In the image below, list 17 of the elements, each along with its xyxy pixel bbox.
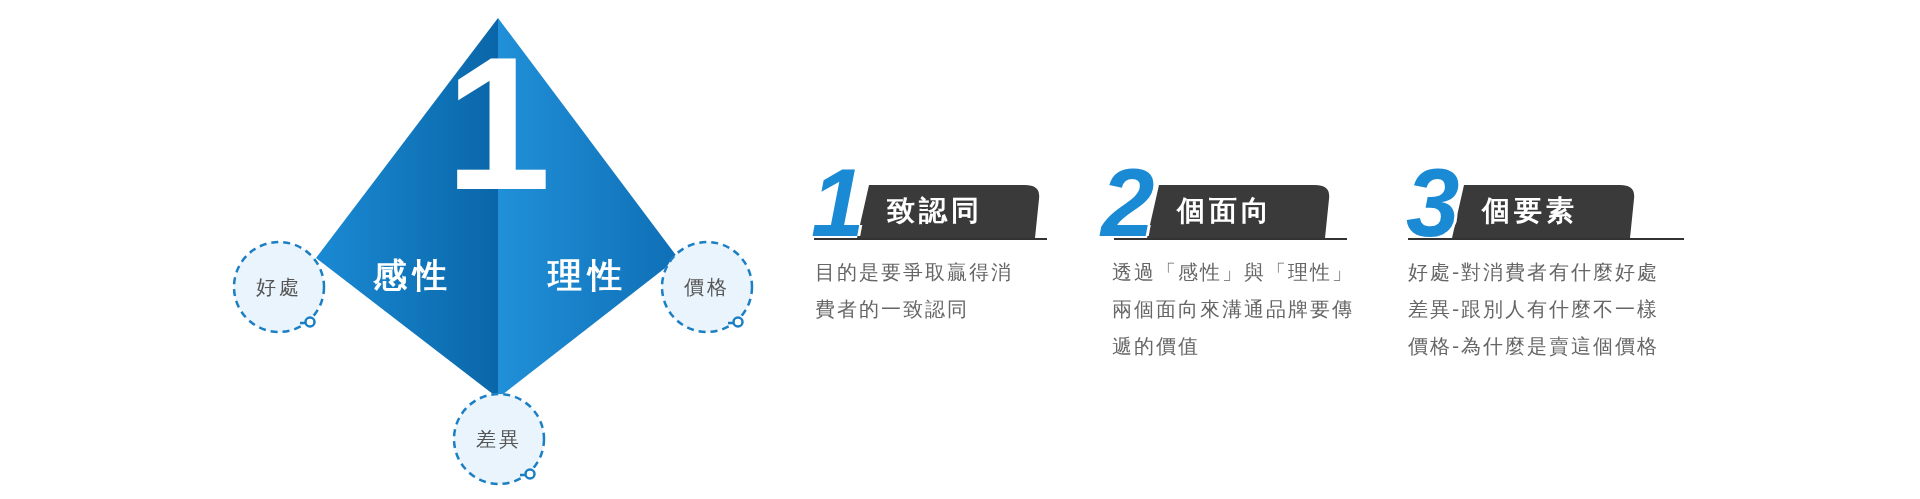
step-numeral: 1 <box>811 155 865 251</box>
heading-text: 個面向 <box>1177 194 1273 228</box>
kite-label: 感性 <box>373 258 453 292</box>
step-numeral: 2 <box>1101 155 1155 251</box>
step-numeral: 3 <box>1406 155 1460 251</box>
description-text: 價格-為什麼是賣這個價格 <box>1408 333 1661 360</box>
big-numeral: 1 <box>445 28 551 218</box>
circle-label: 價格 <box>683 275 731 299</box>
description-text: 好處-對消費者有什麼好處 <box>1408 259 1661 286</box>
description-text: 透過「感性」與「理性」兩個面向來溝通品牌要傳遞的價值 <box>1112 259 1355 360</box>
circle-label: 差異 <box>475 427 523 451</box>
description-text: 差異-跟別人有什麼不一樣 <box>1408 296 1661 323</box>
heading-text: 個要素 <box>1482 194 1578 228</box>
description-text: 目的是要爭取贏得消費者的一致認同 <box>815 259 1014 323</box>
heading-text: 致認同 <box>887 194 983 228</box>
kite-label: 理性 <box>548 258 628 292</box>
circle-label: 好處 <box>255 275 303 299</box>
